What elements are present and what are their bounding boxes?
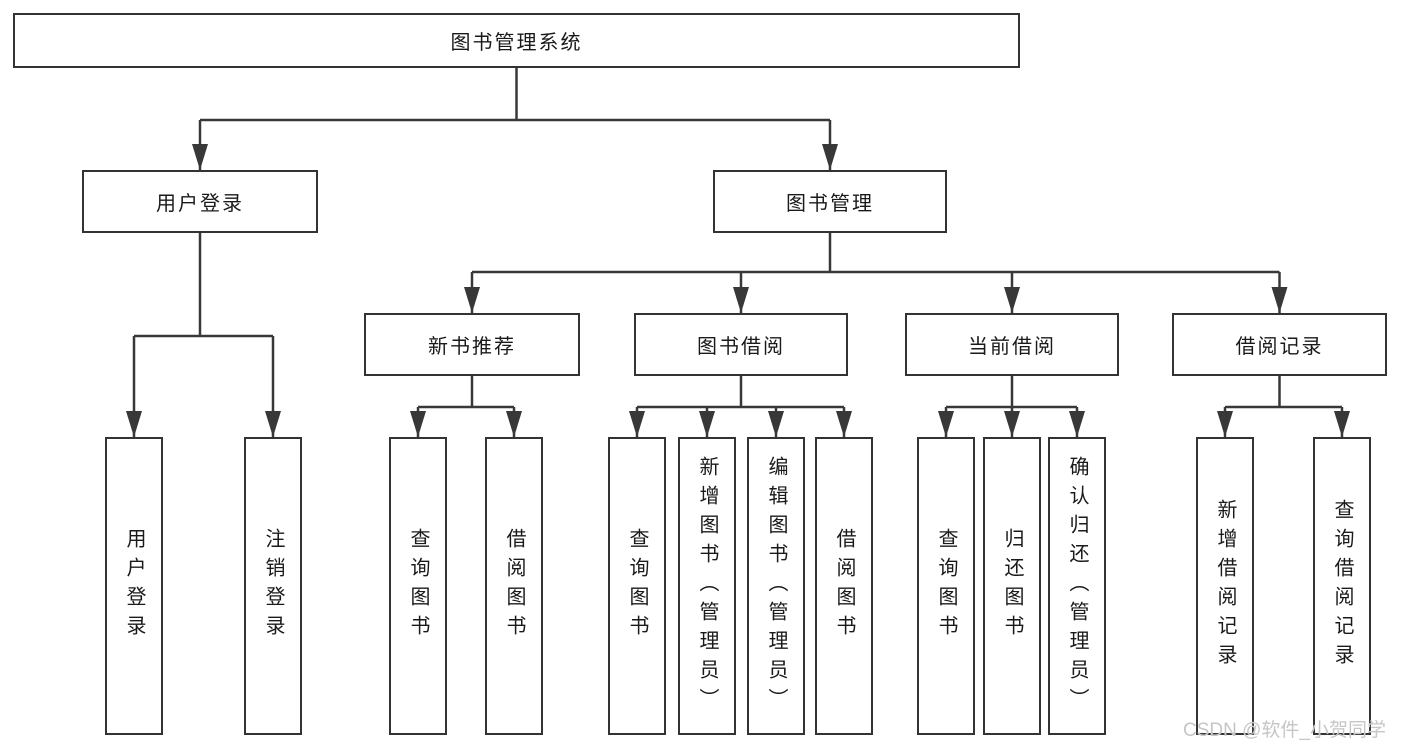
leaf-label: 用户登录 (123, 528, 145, 644)
connector-borrow-to-leaves (629, 376, 852, 437)
leaf-label: 查询图书 (626, 528, 648, 644)
node-leaf-edit-books-admin: 编辑图书（管理员） (747, 437, 805, 735)
leaf-label: 新增图书（管理员） (696, 455, 718, 717)
node-leaf-borrow-books: 借阅图书 (815, 437, 873, 735)
node-new-book-recommend: 新书推荐 (364, 313, 580, 376)
leaf-label: 编辑图书（管理员） (765, 455, 787, 717)
connector-current-to-leaves (938, 376, 1085, 437)
node-leaf-query-borrow-record: 查询借阅记录 (1313, 437, 1371, 735)
leaf-label: 归还图书 (1001, 528, 1023, 644)
node-leaf-add-books-admin: 新增图书（管理员） (678, 437, 736, 735)
node-leaf-query-books-current: 查询图书 (917, 437, 975, 735)
node-current-borrow: 当前借阅 (905, 313, 1119, 376)
connector-userlogin-to-leaves (126, 233, 281, 437)
node-leaf-confirm-return-admin: 确认归还（管理员） (1048, 437, 1106, 735)
node-leaf-user-login: 用户登录 (105, 437, 163, 735)
csdn-watermark: CSDN @软件_小贺同学 (1183, 720, 1386, 741)
node-leaf-borrow-books-rec: 借阅图书 (485, 437, 543, 735)
leaf-label: 借阅图书 (503, 528, 525, 644)
node-leaf-logout: 注销登录 (244, 437, 302, 735)
leaf-label: 借阅图书 (833, 528, 855, 644)
node-leaf-add-borrow-record: 新增借阅记录 (1196, 437, 1254, 735)
leaf-label: 确认归还（管理员） (1066, 455, 1088, 717)
node-leaf-query-books-borrow: 查询图书 (608, 437, 666, 735)
leaf-label: 查询图书 (935, 528, 957, 644)
node-leaf-return-books: 归还图书 (983, 437, 1041, 735)
node-borrow-records: 借阅记录 (1172, 313, 1387, 376)
leaf-label: 新增借阅记录 (1214, 499, 1236, 673)
leaf-label: 注销登录 (262, 528, 284, 644)
leaf-label: 查询图书 (407, 528, 429, 644)
node-root-library-system: 图书管理系统 (13, 13, 1020, 68)
node-book-management-branch: 图书管理 (713, 170, 947, 233)
node-user-login-branch: 用户登录 (82, 170, 318, 233)
connector-history-to-leaves (1217, 376, 1350, 437)
leaf-label: 查询借阅记录 (1331, 499, 1353, 673)
node-leaf-query-books-rec: 查询图书 (389, 437, 447, 735)
node-book-borrow: 图书借阅 (634, 313, 848, 376)
connector-newrec-to-leaves (410, 376, 522, 437)
connector-bookmgmt-to-level3 (464, 233, 1288, 313)
connector-root-to-level2 (192, 68, 838, 170)
